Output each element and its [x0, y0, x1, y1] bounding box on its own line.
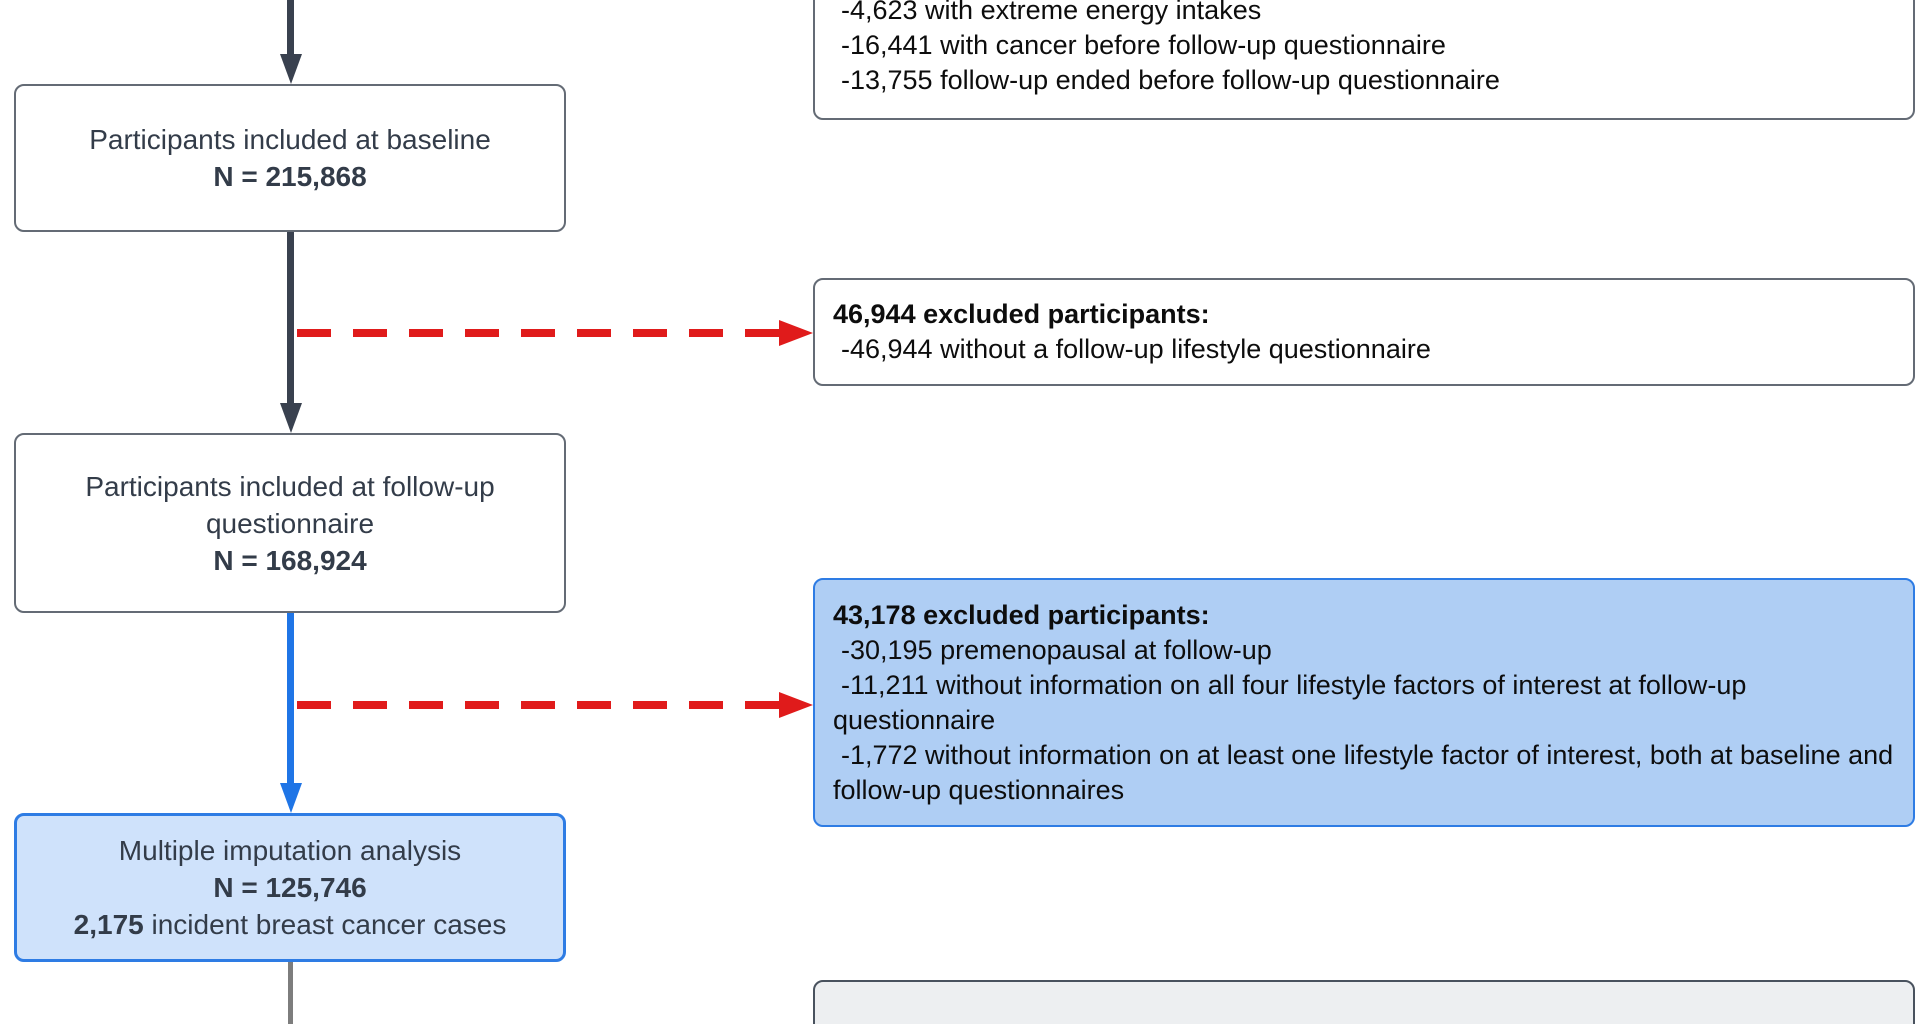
top-exclusions-text: -4,623 with extreme energy intakes -16,4… [833, 0, 1899, 98]
followup-n: N = 168,924 [213, 544, 367, 576]
exclusion-analysis-header: 43,178 excluded participants: [833, 599, 1210, 630]
exclusion-line: -1,772 without information on at least o… [833, 739, 1894, 805]
analysis-cases-text: incident breast cancer cases [143, 909, 507, 940]
analysis-label: Multiple imputation analysis [118, 835, 462, 866]
top-exclusions-box: -4,623 with extreme energy intakes -16,4… [813, 0, 1915, 120]
red-arrowhead-1-icon [779, 320, 813, 346]
red-dashed-exclusion-arrow-1 [297, 329, 779, 337]
baseline-label: Participants included at baseline [89, 124, 491, 155]
connector-followup-to-analysis [287, 613, 294, 785]
exclusion-line: -13,755 follow-up ended before follow-up… [841, 65, 1500, 95]
exclusion-line: -46,944 without a follow-up lifestyle qu… [841, 334, 1431, 364]
analysis-n: N = 125,746 [213, 872, 367, 903]
arrowhead-into-analysis-icon [280, 783, 302, 813]
red-dashed-exclusion-arrow-2 [297, 701, 779, 709]
followup-label-line1: Participants included at follow-up [85, 470, 495, 502]
bottom-gray-box [813, 980, 1915, 1024]
analysis-box: Multiple imputation analysis N = 125,746… [14, 813, 566, 962]
baseline-n: N = 215,868 [213, 161, 367, 192]
followup-box: Participants included at follow-up quest… [14, 433, 566, 613]
red-arrowhead-2-icon [779, 692, 813, 718]
connector-baseline-to-followup [287, 232, 294, 404]
analysis-cases-count: 2,175 [73, 909, 144, 940]
exclusion-followup-header: 46,944 excluded participants: [833, 299, 1210, 329]
exclusion-line: -4,623 with extreme energy intakes [841, 0, 1262, 25]
exclusion-line: -11,211 without information on all four … [833, 669, 1747, 735]
exclusion-analysis-box: 43,178 excluded participants: -30,195 pr… [813, 578, 1915, 827]
exclusion-followup-box: 46,944 excluded participants: -46,944 wi… [813, 278, 1915, 386]
arrowhead-into-baseline-icon [280, 54, 302, 84]
followup-label-line2: questionnaire [205, 507, 375, 539]
baseline-box: Participants included at baseline N = 21… [14, 84, 566, 232]
connector-top-dark-line [287, 0, 294, 56]
arrowhead-into-followup-icon [280, 403, 302, 433]
connector-analysis-down-gray [288, 962, 293, 1024]
exclusion-line: -16,441 with cancer before follow-up que… [841, 30, 1446, 60]
analysis-cases-line: 2,175 incident breast cancer cases [74, 906, 507, 943]
exclusion-line: -30,195 premenopausal at follow-up [841, 634, 1272, 665]
